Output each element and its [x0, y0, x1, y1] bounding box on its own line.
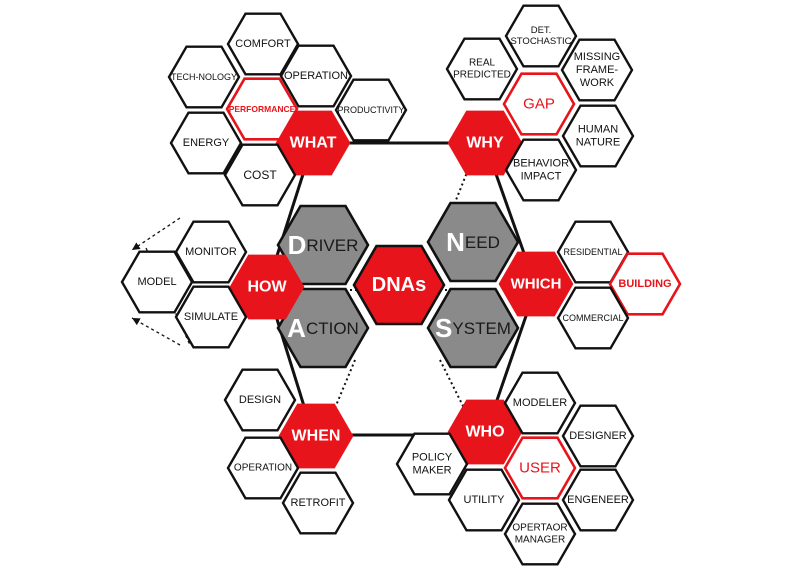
- missing-framework-hex-label: MISSING: [574, 51, 620, 63]
- modeler-hex: MODELER: [503, 371, 577, 435]
- energy-hex: ENERGY: [169, 111, 243, 175]
- retrofit-hex-label: RETROFIT: [291, 497, 346, 509]
- missing-framework-hex-label: FRAME-: [576, 64, 619, 76]
- missing-framework-hex-label: WORK: [580, 77, 615, 89]
- hexagon-layer: DRIVER NEED ACTION SYSTEM DNAs WHAT WHY HOW WHIC…: [120, 4, 682, 566]
- energy-hex-label: ENERGY: [183, 137, 230, 149]
- building-hex: BUILDING: [608, 252, 682, 316]
- gap-hex-label: GAP: [523, 96, 555, 113]
- user-hex: USER: [503, 436, 577, 500]
- design-hex: DESIGN: [223, 368, 297, 432]
- model-hex: MODEL: [120, 250, 194, 314]
- cost-hex: COST: [223, 143, 297, 207]
- det-stochastic-hex-label: STOCHASTIC: [510, 36, 571, 47]
- human-nature-hex-label: HUMAN: [578, 123, 618, 135]
- action-hex: ACTION: [276, 287, 370, 369]
- simulate-hex-label: SIMULATE: [184, 311, 238, 323]
- policy-maker-hex-label: MAKER: [412, 465, 451, 477]
- det-stochastic-hex-label: DET.: [531, 25, 552, 36]
- why-hex: WHY: [447, 110, 523, 176]
- utility-hex-label: UTILITY: [464, 494, 506, 506]
- operation-hex-when-label: OPERATION: [234, 463, 292, 474]
- retrofit-hex: RETROFIT: [281, 471, 355, 535]
- driver-hex: DRIVER: [276, 204, 370, 286]
- residential-hex-label: RESIDENTIAL: [563, 247, 622, 257]
- policy-maker-hex-label: POLICY: [412, 451, 453, 463]
- residential-hex: RESIDENTIAL: [556, 220, 630, 284]
- when-hex: WHEN: [278, 403, 354, 469]
- behavior-impact-hex-label: BEHAVIOR: [513, 157, 569, 169]
- utility-hex: UTILITY: [447, 468, 521, 532]
- operation-hex-what: OPERATION: [279, 44, 353, 108]
- how-hex-label: HOW: [247, 279, 287, 296]
- commercial-hex: COMMERCIAL: [556, 286, 630, 350]
- cost-hex-label: COST: [243, 168, 277, 182]
- real-predicted-hex-label: PREDICTED: [453, 70, 511, 81]
- policy-maker-hex: POLICY MAKER: [395, 432, 469, 496]
- building-hex-label: BUILDING: [618, 278, 671, 290]
- what-hex: WHAT: [275, 110, 351, 176]
- designer-hex-label: DESIGNER: [569, 430, 627, 442]
- human-nature-hex: HUMAN NATURE: [561, 104, 635, 168]
- model-hex-label: MODEL: [137, 276, 176, 288]
- commercial-hex-label: COMMERCIAL: [562, 313, 623, 323]
- comfort-hex-label: COMFORT: [235, 38, 291, 50]
- technology-hex-label: TECH-NOLOGY: [171, 72, 237, 82]
- monitor-hex-label: MONITOR: [185, 246, 237, 258]
- gap-hex: GAP: [502, 72, 576, 136]
- modeler-hex-label: MODELER: [513, 397, 567, 409]
- driver-hex-label: DRIVER: [288, 230, 359, 260]
- performance-hex: PERFORMANCE: [225, 77, 299, 141]
- need-hex-label: NEED: [446, 227, 500, 257]
- operator-manager-hex-label: MANAGER: [515, 535, 566, 546]
- det-stochastic-hex: DET.STOCHASTIC: [504, 4, 578, 68]
- what-hex-label: WHAT: [290, 135, 337, 152]
- dnas-hex: DNAs: [352, 244, 446, 326]
- comfort-hex: COMFORT: [226, 12, 300, 76]
- when-hex-label: WHEN: [292, 428, 341, 445]
- engineer-hex: ENGENEER: [561, 468, 635, 532]
- which-hex-label: WHICH: [511, 276, 562, 293]
- behavior-impact-hex-label: IMPACT: [521, 171, 562, 183]
- monitor-hex: MONITOR: [174, 220, 248, 284]
- performance-hex-label: PERFORMANCE: [229, 104, 296, 114]
- system-hex-label: SYSTEM: [435, 313, 511, 343]
- who-hex-label: WHO: [465, 424, 504, 441]
- behavior-impact-hex: BEHAVIOR IMPACT: [504, 138, 578, 202]
- why-hex-label: WHY: [466, 135, 504, 152]
- designer-hex: DESIGNER: [561, 404, 635, 468]
- technology-hex: TECH-NOLOGY: [167, 45, 241, 109]
- how-hex: HOW: [229, 254, 305, 320]
- dnas-hex-label: DNAs: [372, 274, 426, 296]
- operation-hex-when: OPERATION: [226, 436, 300, 500]
- simulate-hex: SIMULATE: [174, 285, 248, 349]
- which-hex: WHICH: [498, 251, 574, 317]
- system-hex: SYSTEM: [426, 287, 520, 369]
- user-hex-label: USER: [519, 460, 561, 477]
- engineer-hex-label: ENGENEER: [567, 494, 629, 506]
- human-nature-hex-label: NATURE: [576, 137, 620, 149]
- operation-hex-what-label: OPERATION: [284, 70, 348, 82]
- real-predicted-hex-label: REAL: [469, 58, 496, 69]
- need-hex: NEED: [426, 201, 520, 283]
- operator-manager-hex-label: OPERTAOR: [512, 523, 567, 534]
- action-hex-label: ACTION: [287, 313, 359, 343]
- productivity-hex: PRODUCTIVITY: [334, 78, 408, 142]
- design-hex-label: DESIGN: [239, 394, 281, 406]
- productivity-hex-label: PRODUCTIVITY: [337, 105, 404, 115]
